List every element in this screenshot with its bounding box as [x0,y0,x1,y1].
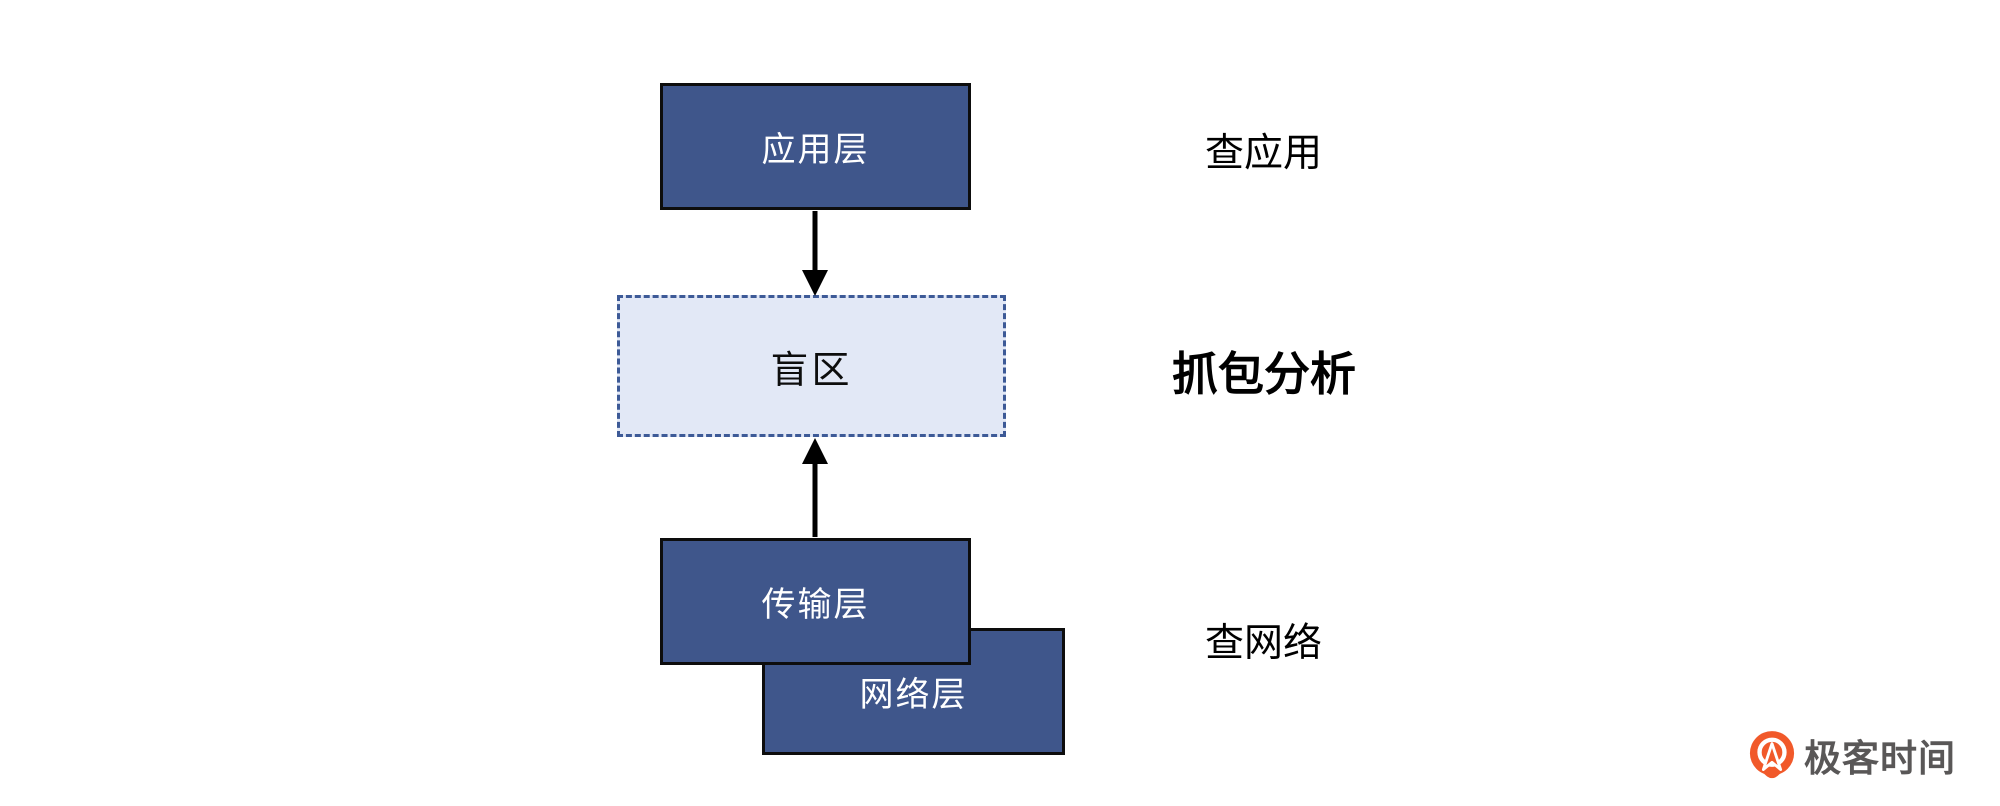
box-application-layer: 应用层 [660,83,971,210]
annotation-packet-capture: 抓包分析 [1172,348,1356,400]
geektime-logo-icon [1749,731,1795,779]
brand-logo-text: 极客时间 [1804,737,1956,779]
arrow-up-icon [802,438,828,537]
box-transport-layer-label: 传输层 [761,586,870,624]
brand-logo: 极客时间 [1748,729,1956,787]
arrow-down-icon [802,211,828,296]
box-blind-zone: 盲区 [617,295,1006,437]
box-application-layer-label: 应用层 [761,131,870,169]
box-network-layer-label: 网络层 [859,676,968,714]
annotation-check-application: 查应用 [1205,132,1323,175]
annotation-check-network: 查网络 [1205,622,1323,665]
box-transport-layer: 传输层 [660,538,971,665]
box-blind-zone-label: 盲区 [770,349,853,392]
